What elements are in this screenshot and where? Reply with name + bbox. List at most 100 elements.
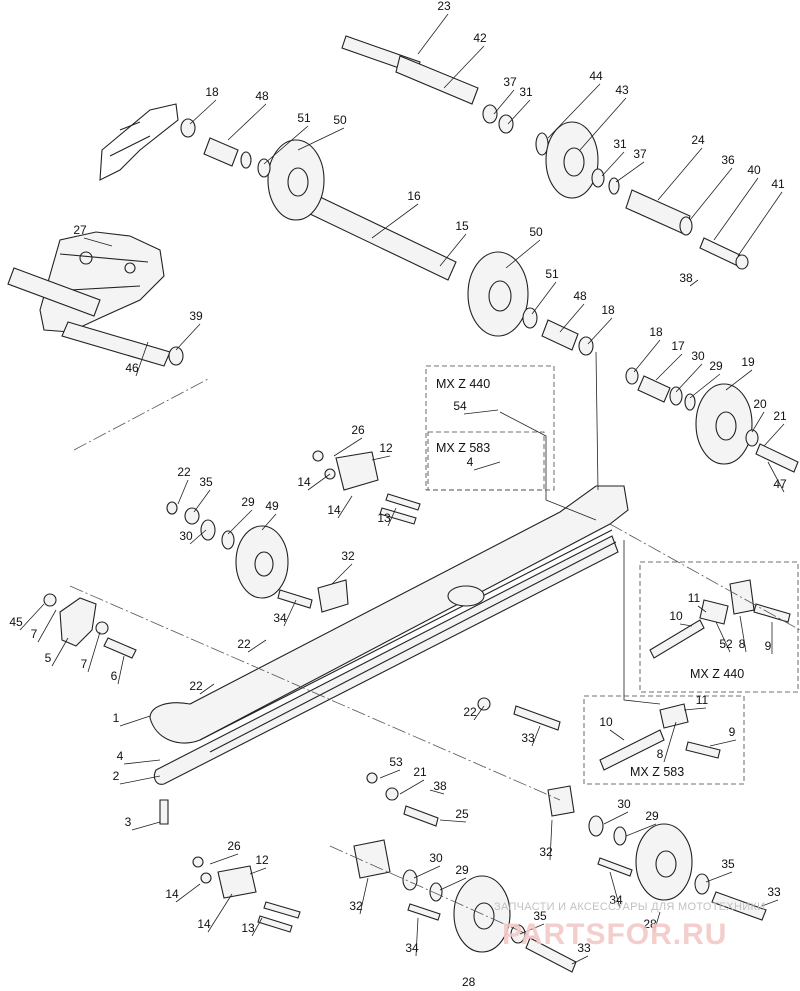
- leader-line: [549, 819, 553, 861]
- leader-line: [283, 599, 297, 627]
- callout-c29b: 29: [241, 495, 255, 509]
- leader-line: [439, 233, 467, 267]
- callout-c29a: 29: [709, 359, 723, 373]
- leader-line: [51, 637, 69, 667]
- callout-c30a: 30: [691, 349, 705, 363]
- leader-line: [713, 177, 759, 241]
- leader-line: [83, 237, 113, 247]
- leader-line: [767, 461, 785, 493]
- leader-line: [655, 353, 683, 381]
- watermark-tagline: ЗАПЧАСТИ И АКСЕССУАРЫ ДЛЯ МОТОТЕХНИКИ: [494, 901, 765, 913]
- callout-c43: 43: [615, 83, 629, 97]
- leader-line: [493, 89, 515, 115]
- callout-c42: 42: [473, 31, 487, 45]
- leader-line: [247, 639, 267, 653]
- leader-line: [653, 911, 661, 933]
- callout-c47: 47: [773, 477, 787, 491]
- callout-c9a: 9: [765, 639, 772, 653]
- callout-c3: 3: [125, 815, 132, 829]
- leader-line: [579, 97, 627, 151]
- callout-c12b: 12: [255, 853, 269, 867]
- leader-line: [697, 605, 707, 613]
- callout-c6: 6: [111, 669, 118, 683]
- leader-line: [209, 853, 239, 865]
- leader-line: [559, 303, 585, 333]
- callout-c29d: 29: [455, 863, 469, 877]
- callout-c33b: 33: [767, 885, 781, 899]
- callout-c11a: 11: [688, 591, 701, 605]
- leader-line: [417, 13, 449, 55]
- leader-line: [413, 865, 441, 879]
- leader-line: [761, 899, 779, 907]
- callout-c54: 54: [453, 399, 467, 413]
- callout-c37b: 37: [633, 147, 647, 161]
- leader-line: [193, 489, 211, 513]
- callout-c22b: 22: [237, 637, 251, 651]
- callout-c44: 44: [589, 69, 603, 83]
- mid-wheel-assembly: [166, 450, 421, 613]
- variant-label-mxz583-right: MX Z 583: [630, 765, 684, 779]
- leader-line: [227, 103, 267, 141]
- callout-c21a: 21: [773, 409, 787, 423]
- callout-c12a: 12: [379, 441, 393, 455]
- leader-line: [331, 563, 353, 585]
- leader-line: [609, 729, 625, 741]
- rear-pivot-hardware: [599, 579, 791, 771]
- rear-idler-wheel-assembly: [625, 367, 799, 473]
- rear-arm-bracket: [7, 231, 184, 367]
- leader-line: [531, 725, 541, 747]
- callout-c34a: 34: [273, 611, 287, 625]
- callout-c39: 39: [189, 309, 203, 323]
- leader-line: [675, 363, 703, 393]
- callout-c18b: 18: [601, 303, 615, 317]
- leader-line: [689, 167, 733, 221]
- leader-line: [609, 871, 621, 909]
- leader-line: [715, 621, 731, 653]
- callout-c22c: 22: [189, 679, 203, 693]
- callout-c29c: 29: [645, 809, 659, 823]
- leader-line: [429, 789, 445, 795]
- callout-c24: 24: [691, 133, 705, 147]
- variant-box-right: MX Z 440 MX Z 583: [583, 561, 799, 785]
- callout-c8b: 8: [657, 747, 664, 761]
- leader-line: [625, 823, 657, 837]
- callout-c4a: 4: [467, 455, 474, 469]
- leader-line: [371, 203, 419, 239]
- callout-c22d: 22: [463, 705, 477, 719]
- callout-c51b: 51: [545, 267, 559, 281]
- callout-c14b: 14: [327, 503, 341, 517]
- leader-line: [689, 279, 699, 287]
- leader-line: [399, 779, 425, 795]
- callout-c49: 49: [265, 499, 279, 513]
- variant-label-mxz440-top: MX Z 440: [436, 377, 490, 391]
- callout-c14a: 14: [297, 475, 311, 489]
- leader-line: [725, 369, 753, 391]
- callout-c51a: 51: [297, 111, 311, 125]
- callout-c31a: 31: [519, 85, 533, 99]
- callout-c21b: 21: [413, 765, 427, 779]
- leader-line: [473, 461, 501, 471]
- callout-c40: 40: [747, 163, 761, 177]
- leader-line: [439, 819, 467, 823]
- leader-line: [443, 45, 485, 89]
- leader-line: [249, 867, 267, 875]
- callout-c35a: 35: [199, 475, 213, 489]
- callout-c37a: 37: [503, 75, 517, 89]
- callout-c8a: 8: [739, 637, 746, 651]
- leader-line: [739, 615, 747, 653]
- variant-label-mxz440-right: MX Z 440: [690, 667, 744, 681]
- callout-c13a: 13: [377, 511, 391, 525]
- watermark-logo: PARTSFOR.RU: [502, 918, 727, 951]
- assembly-centerlines: [69, 351, 800, 941]
- leader-line: [189, 529, 207, 545]
- leader-line: [37, 609, 57, 643]
- callout-c10b: 10: [599, 715, 613, 729]
- callout-c41: 41: [771, 177, 785, 191]
- leader-line: [705, 871, 733, 883]
- leader-line: [119, 775, 161, 785]
- leader-line: [737, 191, 783, 257]
- callout-c27: 27: [73, 223, 87, 237]
- leader-line: [177, 479, 189, 505]
- callout-c2: 2: [113, 769, 120, 783]
- callout-c48b: 48: [573, 289, 587, 303]
